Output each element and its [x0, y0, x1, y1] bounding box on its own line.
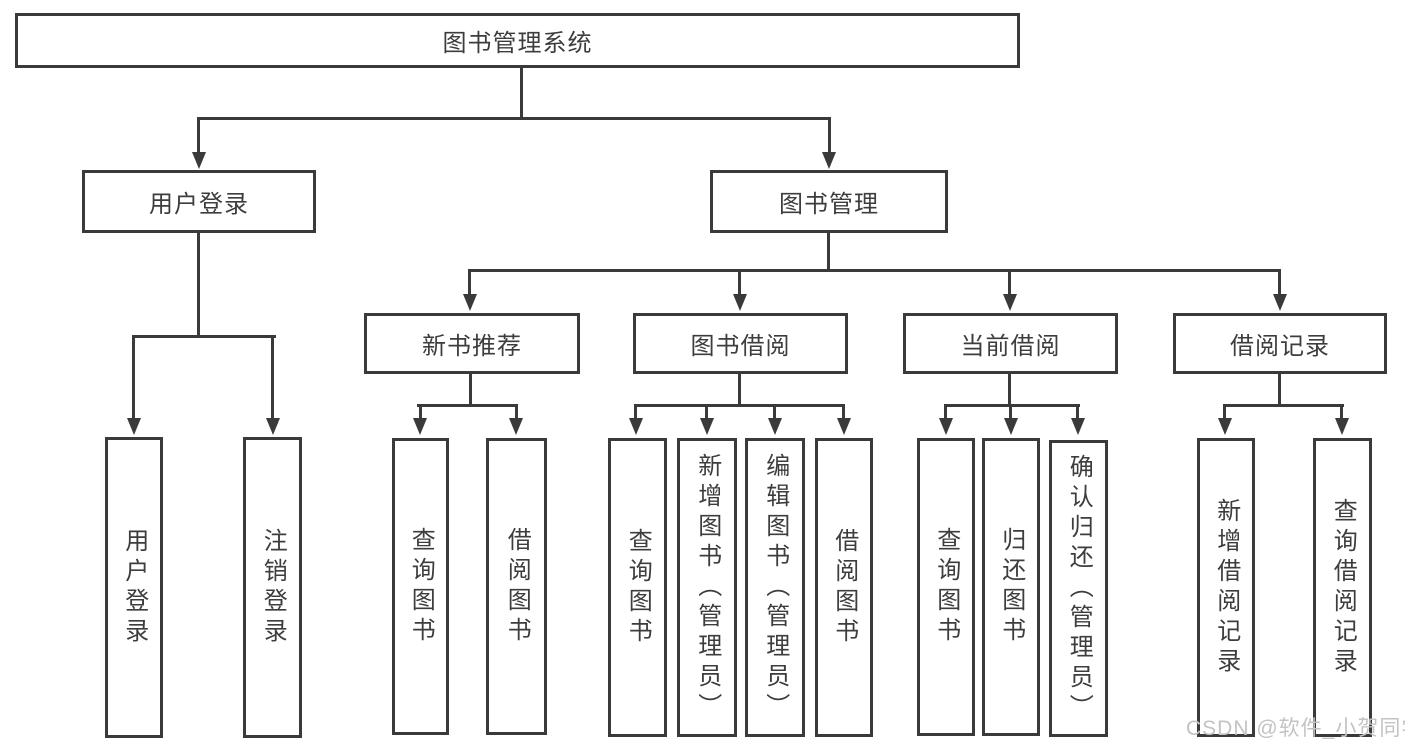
leaf-logout: 注销登录 — [243, 437, 302, 738]
node-label: 图书管理 — [779, 191, 879, 218]
connector-line — [419, 404, 422, 420]
arrow-down-icon — [939, 418, 953, 435]
node-label: 归还图书 — [997, 527, 1025, 647]
node-label: 新书推荐 — [422, 333, 522, 360]
leaf-borrow-books: 借阅图书 — [815, 438, 873, 737]
node-label: 编辑图书（管理员） — [761, 452, 789, 723]
connector-line — [197, 233, 200, 337]
connector-line — [132, 335, 135, 420]
connector-line — [1278, 269, 1281, 296]
node-new-book-recommend: 新书推荐 — [364, 313, 580, 374]
node-label: 借阅图书 — [503, 526, 531, 647]
node-label: 图书管理系统 — [442, 30, 593, 57]
connector-line — [738, 269, 741, 296]
arrow-down-icon — [1071, 418, 1085, 435]
arrow-down-icon — [1003, 294, 1017, 311]
connector-line — [1340, 404, 1343, 420]
connector-line — [520, 68, 523, 118]
arrow-down-icon — [266, 418, 280, 435]
connector-line — [1008, 269, 1011, 296]
leaf-borrow-books-recommend: 借阅图书 — [486, 438, 547, 735]
leaf-user-login: 用户登录 — [105, 437, 163, 738]
arrow-down-icon — [733, 294, 747, 311]
connector-line — [197, 117, 831, 120]
leaf-edit-book-admin: 编辑图书（管理员） — [745, 438, 805, 737]
connector-line — [944, 404, 1080, 407]
node-label: 用户登录 — [120, 527, 148, 648]
node-label: 图书借阅 — [690, 333, 791, 360]
node-label: 当前借阅 — [960, 333, 1061, 360]
arrow-down-icon — [1335, 418, 1349, 435]
node-label: 查询图书 — [407, 526, 435, 647]
connector-line — [469, 374, 472, 406]
node-label: 借阅记录 — [1230, 333, 1330, 360]
node-borrowing-records: 借阅记录 — [1173, 313, 1387, 374]
connector-line — [1278, 374, 1281, 406]
arrow-down-icon — [1273, 294, 1287, 311]
node-label: 新增借阅记录 — [1212, 497, 1240, 678]
leaf-query-books-recommend: 查询图书 — [392, 438, 449, 735]
connector-line — [468, 269, 471, 296]
node-book-borrowing: 图书借阅 — [633, 313, 848, 374]
connector-line — [738, 374, 741, 406]
leaf-return-books: 归还图书 — [982, 438, 1040, 736]
node-current-borrowing: 当前借阅 — [903, 313, 1118, 374]
leaf-query-borrow-record: 查询借阅记录 — [1313, 438, 1372, 737]
node-label: 查询图书 — [624, 527, 652, 648]
connector-line — [1009, 404, 1012, 420]
node-label: 查询图书 — [932, 527, 960, 647]
connector-line — [773, 404, 776, 420]
node-label: 确认归还（管理员） — [1065, 453, 1093, 724]
arrow-down-icon — [629, 418, 643, 435]
node-library-system: 图书管理系统 — [15, 13, 1020, 68]
connector-line — [515, 404, 518, 420]
connector-line — [197, 117, 200, 155]
arrow-down-icon — [192, 152, 206, 169]
leaf-add-borrow-record: 新增借阅记录 — [1197, 438, 1255, 737]
leaf-query-books-borrowing: 查询图书 — [608, 438, 667, 737]
leaf-query-books-current: 查询图书 — [917, 438, 975, 736]
leaf-confirm-return-admin: 确认归还（管理员） — [1049, 440, 1108, 737]
connector-line — [271, 335, 274, 420]
connector-line — [132, 335, 276, 338]
node-label: 借阅图书 — [830, 527, 858, 648]
arrow-down-icon — [463, 294, 477, 311]
csdn-watermark: CSDN @软件_小贺同学 — [1186, 717, 1405, 740]
arrow-down-icon — [700, 418, 714, 435]
arrow-down-icon — [822, 152, 836, 169]
connector-line — [634, 404, 845, 407]
connector-line — [634, 404, 637, 420]
node-label: 查询借阅记录 — [1329, 497, 1357, 678]
connector-line — [468, 269, 1281, 272]
arrow-down-icon — [837, 418, 851, 435]
arrow-down-icon — [1218, 418, 1232, 435]
arrow-down-icon — [127, 418, 141, 435]
arrow-down-icon — [509, 418, 523, 435]
node-label: 注销登录 — [259, 527, 287, 648]
connector-line — [1223, 404, 1226, 420]
node-label: 用户登录 — [149, 191, 249, 218]
arrow-down-icon — [413, 418, 427, 435]
connector-line — [1076, 404, 1079, 420]
connector-line — [1008, 374, 1011, 406]
connector-line — [1223, 404, 1344, 407]
arrow-down-icon — [1004, 418, 1018, 435]
connector-line — [417, 404, 518, 407]
arrow-down-icon — [768, 418, 782, 435]
node-label: 新增图书（管理员） — [693, 452, 721, 723]
node-book-management: 图书管理 — [710, 170, 948, 233]
connector-line — [705, 404, 708, 420]
connector-line — [842, 404, 845, 420]
leaf-add-book-admin: 新增图书（管理员） — [677, 438, 737, 737]
connector-line — [827, 233, 830, 271]
connector-line — [944, 404, 947, 420]
node-user-login: 用户登录 — [82, 170, 316, 233]
connector-line — [828, 117, 831, 155]
